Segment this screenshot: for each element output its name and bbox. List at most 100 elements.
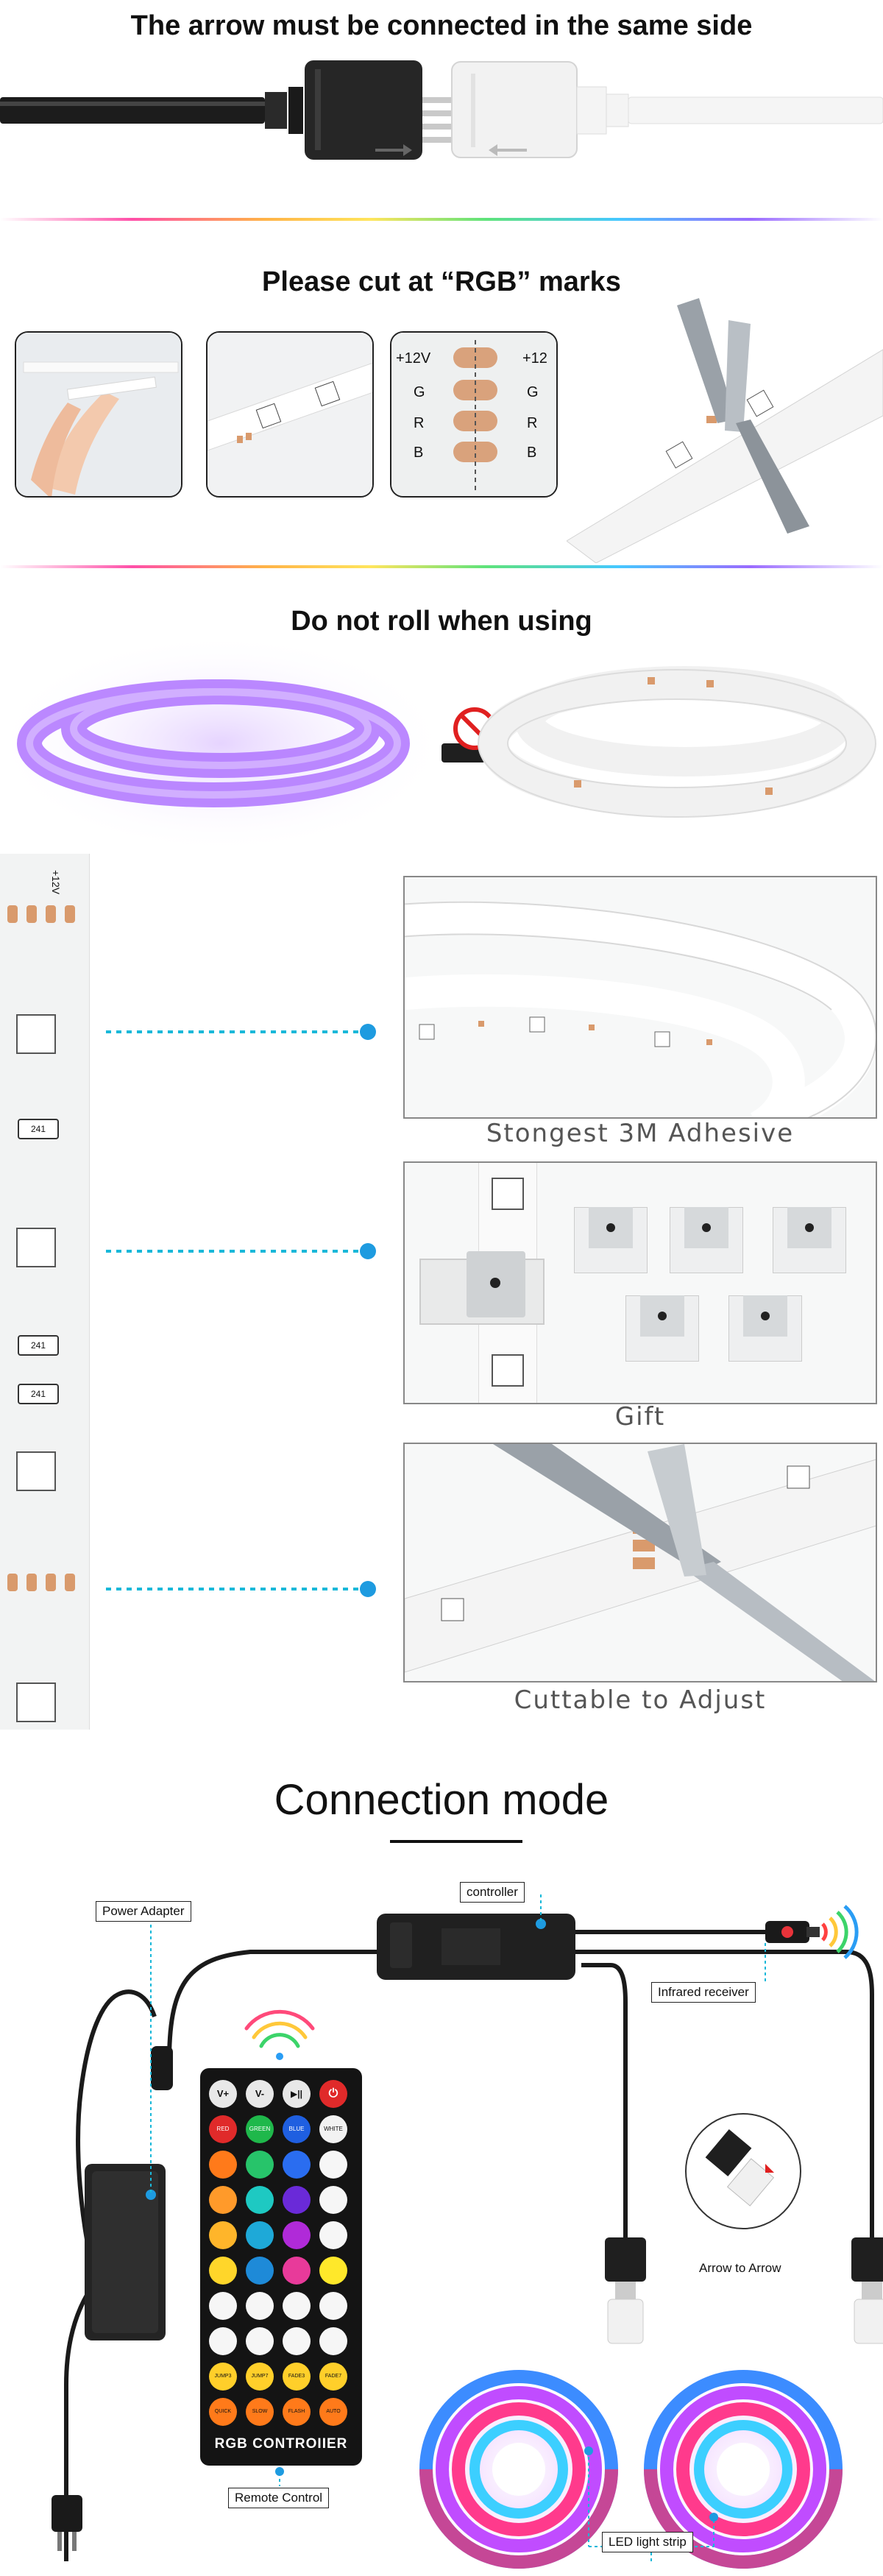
remote-label: RGB CONTROIIER (214, 2436, 348, 2452)
arrow-to-arrow-label: Arrow to Arrow (699, 2261, 781, 2275)
roll-illustration (0, 633, 876, 854)
connection-diagram (52, 1894, 883, 2576)
remote-control-callout: Remote Control (228, 2488, 330, 2508)
strip-plug-right (851, 2237, 883, 2344)
diy-button[interactable] (209, 2292, 237, 2320)
photo-rgb-marks: +12V G R B +12 G R B (390, 331, 558, 498)
fade7-button[interactable]: FADE7 (319, 2363, 347, 2391)
divider-1 (0, 218, 883, 221)
blue-button[interactable]: BLUE (283, 2115, 311, 2143)
connector-illustration (0, 60, 883, 160)
white-button[interactable]: WHITE (319, 2115, 347, 2143)
jump3-button[interactable]: JUMP3 (209, 2363, 237, 2391)
diy-button[interactable] (246, 2327, 274, 2355)
photo-applying-strip (15, 331, 182, 498)
color-button[interactable] (246, 2257, 274, 2285)
power-adapter-callout: Power Adapter (96, 1901, 191, 1922)
resistor-chip: 241 (18, 1335, 59, 1356)
color-button[interactable] (209, 2257, 237, 2285)
diy-button[interactable] (283, 2292, 311, 2320)
feature-pointers (106, 1024, 376, 1597)
color-button[interactable] (246, 2151, 274, 2179)
wireless-signal-icon (244, 2009, 315, 2060)
cut-title: Please cut at “RGB” marks (262, 266, 621, 297)
pad-label-b: B (414, 445, 424, 461)
led-roll-right (633, 2359, 854, 2576)
resistor-chip: 241 (18, 1119, 59, 1139)
arrow-left-icon (489, 144, 527, 156)
power-button[interactable]: ⏻ (319, 2080, 347, 2108)
resistor-chip: 241 (18, 1384, 59, 1404)
connection-title: Connection mode (274, 1776, 609, 1824)
power-adapter (85, 2046, 173, 2340)
led-chip (16, 1014, 56, 1054)
diy-button[interactable] (209, 2327, 237, 2355)
led-roll-left (408, 2359, 629, 2576)
volume-down-button[interactable]: V- (246, 2080, 274, 2108)
vertical-led-strip: +12V 241 241 241 (0, 854, 90, 1730)
diy-button[interactable] (246, 2292, 274, 2320)
pad-label-right-12: +12 (522, 350, 547, 367)
pad-label-12v: +12V (396, 350, 431, 367)
feature-gift-image (403, 1161, 877, 1404)
color-button[interactable] (283, 2257, 311, 2285)
title-underline (390, 1840, 522, 1843)
color-button[interactable] (283, 2151, 311, 2179)
clip-hole-icon (490, 1278, 500, 1288)
strip-pad-label: +12V (50, 870, 62, 895)
remote-control: V+ V- ▶|| ⏻ RED GREEN BLUE WHITE JUMP3 J… (200, 2068, 362, 2466)
led-chip (16, 1228, 56, 1267)
color-button[interactable] (246, 2221, 274, 2249)
diy-button[interactable] (319, 2327, 347, 2355)
auto-button[interactable]: AUTO (319, 2398, 347, 2426)
jump7-button[interactable]: JUMP7 (246, 2363, 274, 2391)
slow-button[interactable]: SLOW (246, 2398, 274, 2426)
color-button[interactable] (246, 2186, 274, 2214)
roll-title: Do not roll when using (291, 606, 592, 637)
led-light-strip-callout: LED light strip (602, 2532, 693, 2552)
play-pause-button[interactable]: ▶|| (283, 2080, 311, 2108)
infrared-receiver-callout: Infrared receiver (651, 1982, 756, 2003)
diy-button[interactable] (283, 2327, 311, 2355)
flash-button[interactable]: FLASH (283, 2398, 311, 2426)
brightness-button[interactable] (319, 2186, 347, 2214)
brightness-button[interactable] (319, 2257, 347, 2285)
controller (377, 1914, 575, 1980)
volume-up-button[interactable]: V+ (209, 2080, 237, 2108)
red-button[interactable]: RED (209, 2115, 237, 2143)
pad-label-right-g: G (527, 384, 539, 400)
controller-callout: controller (460, 1882, 525, 1903)
feature-adhesive-image (403, 876, 877, 1119)
strip-plug-left (605, 2237, 646, 2344)
green-button[interactable]: GREEN (246, 2115, 274, 2143)
led-chip (16, 1451, 56, 1491)
pad-label-right-b: B (527, 445, 537, 461)
connector-title: The arrow must be connected in the same … (130, 10, 753, 41)
divider-2 (0, 565, 883, 568)
pad-label-r: R (414, 415, 425, 431)
infrared-receiver (765, 1921, 820, 1943)
color-button[interactable] (209, 2151, 237, 2179)
cut-line-icon (475, 340, 476, 492)
brightness-button[interactable] (319, 2151, 347, 2179)
arrow-right-icon (375, 144, 412, 156)
fade3-button[interactable]: FADE3 (283, 2363, 311, 2391)
pad-label-g: G (414, 384, 425, 400)
feature-cuttable-image (403, 1443, 877, 1682)
color-button[interactable] (209, 2186, 237, 2214)
color-button[interactable] (283, 2221, 311, 2249)
signal-icon (821, 1905, 859, 1959)
scissors-cutting-strip (567, 298, 883, 563)
arrow-to-arrow-detail (685, 2113, 801, 2229)
led-chip (16, 1682, 56, 1722)
feature-cuttable-caption: Cuttable to Adjust (514, 1685, 767, 1715)
color-button[interactable] (209, 2221, 237, 2249)
diy-button[interactable] (319, 2292, 347, 2320)
feature-gift-caption: Gift (614, 1402, 666, 1432)
color-button[interactable] (283, 2186, 311, 2214)
quick-button[interactable]: QUICK (209, 2398, 237, 2426)
brightness-button[interactable] (319, 2221, 347, 2249)
power-plug (52, 2495, 82, 2551)
feature-adhesive-caption: Stongest 3M Adhesive (486, 1119, 795, 1148)
photo-strip-closeup (206, 331, 374, 498)
